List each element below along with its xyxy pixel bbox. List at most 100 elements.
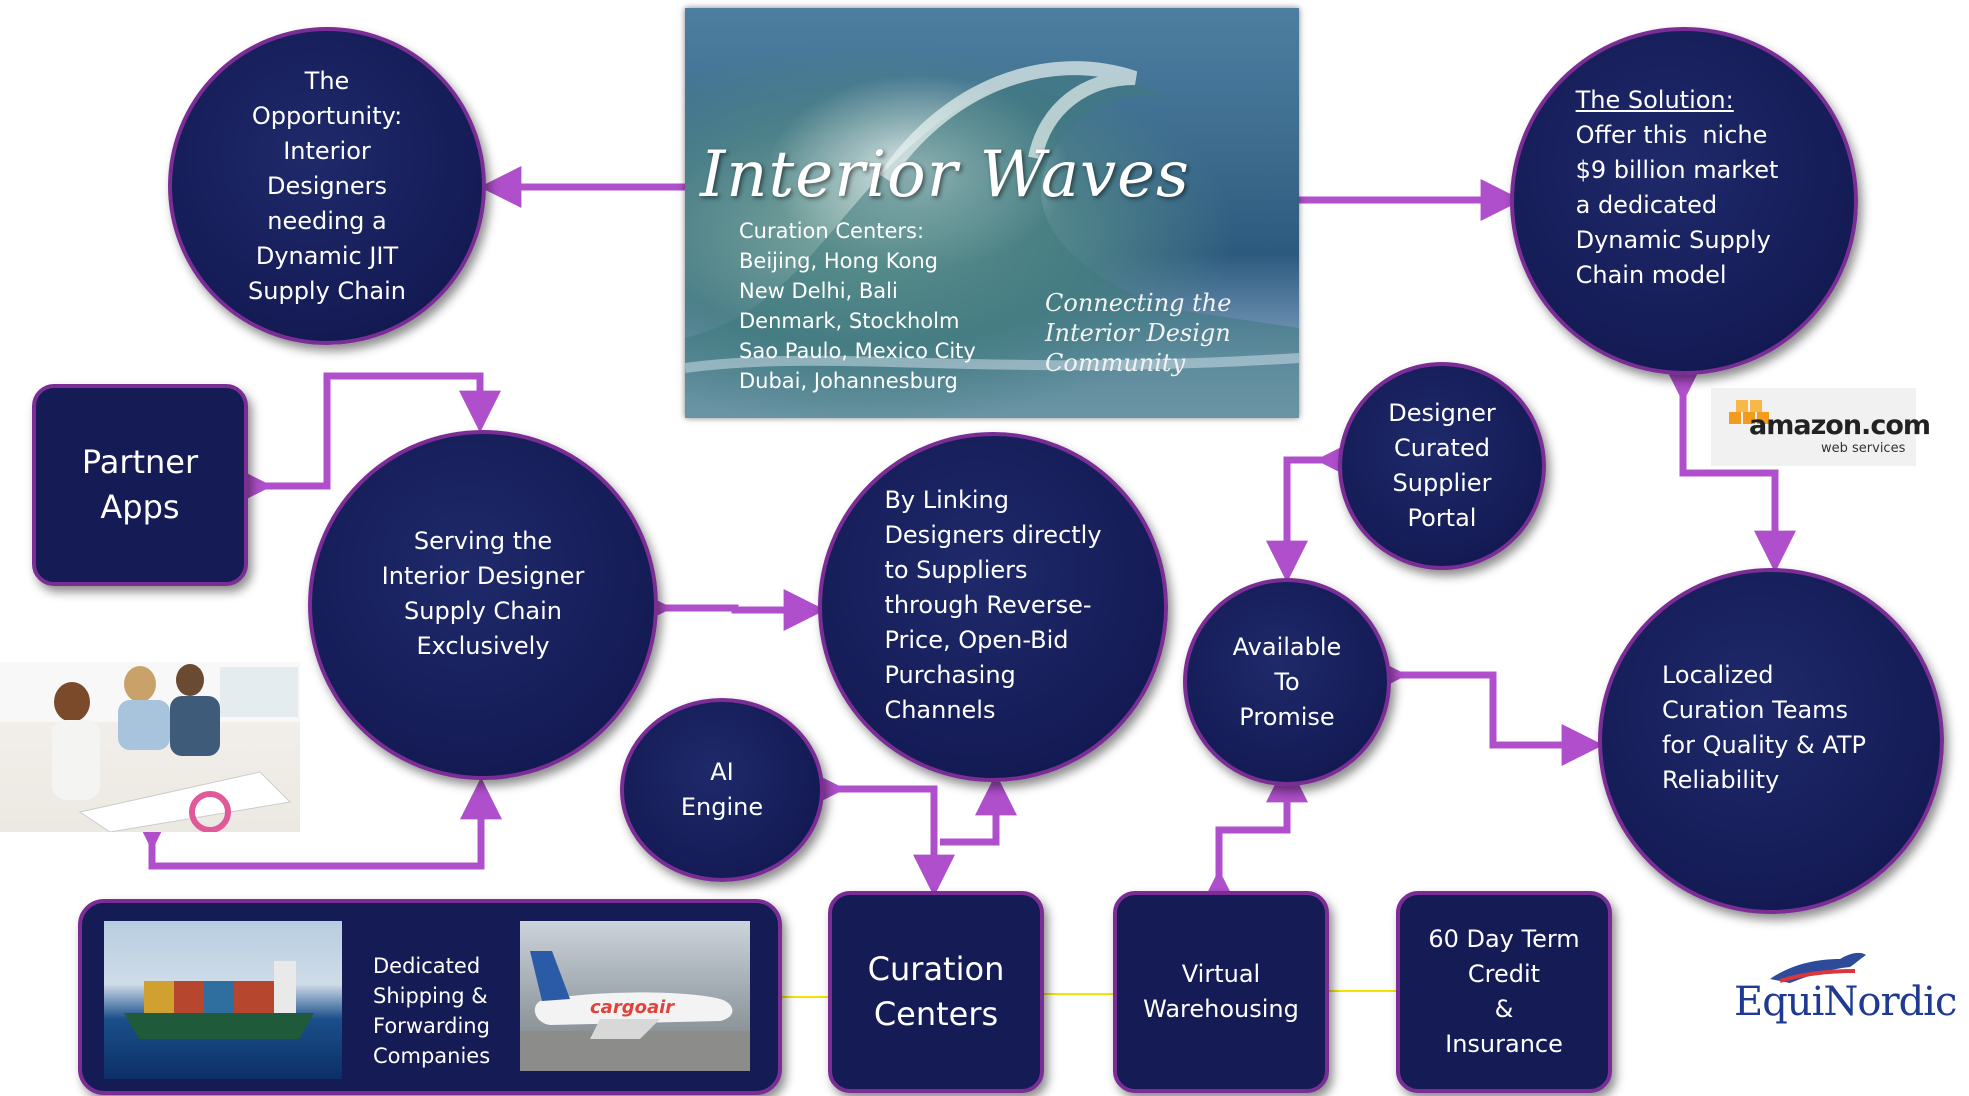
text-line: to Suppliers	[884, 555, 1028, 584]
text-line: Dynamic JIT	[255, 241, 399, 270]
atp-text: Available To Promise	[1233, 630, 1342, 735]
equinordic-logo: EquiNordic	[1730, 945, 1962, 1045]
text-line: Exclusively	[416, 632, 550, 660]
text-line: Purchasing	[884, 660, 1016, 689]
localized-teams-circle: Localized Curation Teams for Quality & A…	[1598, 568, 1944, 914]
wave-illustration	[685, 61, 1299, 418]
amazon-wordmark: amazon.com	[1749, 410, 1931, 441]
arrow-virtual-atp	[1198, 760, 1308, 912]
aws-cubes-icon	[1729, 400, 1769, 424]
cargo-plane-photo: cargoair	[520, 921, 750, 1071]
text-line: Dedicated	[373, 954, 481, 978]
text-line: Curation	[867, 950, 1005, 988]
text-line: Portal	[1407, 504, 1477, 532]
text-line: Reliability	[1661, 766, 1780, 794]
ai-engine-text: AI Engine	[681, 755, 763, 825]
shipping-text: Dedicated Shipping & Forwarding Companie…	[373, 951, 490, 1071]
designers-photo	[0, 662, 300, 832]
tagline-line: Connecting the	[1045, 289, 1232, 317]
amazon-subtext: web services	[1821, 441, 1906, 456]
text-line: Warehousing	[1143, 995, 1299, 1023]
portal-text: Designer Curated Supplier Portal	[1388, 396, 1496, 536]
text-line: Virtual	[1181, 960, 1261, 988]
cargo-plane-livery: cargoair	[590, 997, 675, 1018]
text-line: Interior	[283, 136, 371, 165]
virtual-warehousing-box: Virtual Warehousing	[1113, 891, 1329, 1093]
text-line: Centers	[873, 995, 999, 1033]
term-credit-box: 60 Day Term Credit & Insurance	[1396, 891, 1612, 1093]
tagline-line: Interior Design	[1045, 319, 1231, 347]
cargo-plane-illustration: cargoair	[520, 951, 750, 1071]
text-line: Curated	[1394, 434, 1490, 462]
curation-centers-box: Curation Centers	[828, 891, 1044, 1093]
text-line: Designer	[1388, 399, 1496, 427]
text-line: The	[304, 66, 350, 95]
horse-head-icon	[1770, 952, 1866, 983]
text-line: Available	[1232, 632, 1342, 661]
term-credit-label: 60 Day Term Credit & Insurance	[1428, 922, 1579, 1062]
available-to-promise-circle: Available To Promise	[1183, 578, 1391, 786]
text-line: Engine	[680, 793, 764, 821]
text-line: AI	[710, 758, 734, 786]
hero-title: Interior Waves	[700, 138, 1190, 212]
solution-text: The Solution: Offer this niche $9 billio…	[1576, 83, 1779, 293]
text-line: Supplier	[1392, 469, 1492, 497]
arrow-curation-linking	[940, 773, 1017, 846]
text-line: Interior Designer	[381, 562, 585, 590]
container-ship-photo	[104, 921, 342, 1079]
arrow-photo-serving	[131, 777, 502, 870]
center-item: Sao Paulo, Mexico City	[739, 339, 976, 363]
designers-illustration	[0, 662, 300, 832]
text-line: &	[1494, 995, 1514, 1023]
linking-circle: By Linking Designers directly to Supplie…	[818, 432, 1168, 782]
text-line: through Reverse-	[884, 590, 1092, 619]
opportunity-circle: The Opportunity: Interior Designers need…	[168, 27, 486, 345]
text-line: Chain model	[1575, 261, 1727, 289]
tagline-line: Community	[1045, 349, 1186, 377]
center-item: Dubai, Johannesburg	[739, 369, 958, 393]
solution-heading: The Solution:	[1575, 86, 1734, 114]
text-line: Apps	[100, 488, 180, 526]
equinordic-wordmark: EquiNordic	[1734, 979, 1957, 1025]
solution-circle: The Solution: Offer this niche $9 billio…	[1510, 27, 1858, 375]
serving-text: Serving the Interior Designer Supply Cha…	[382, 524, 585, 664]
text-line: Opportunity:	[251, 101, 403, 130]
curation-centers-label: Curation Centers	[868, 947, 1005, 1037]
text-line: Insurance	[1445, 1030, 1563, 1058]
amazon-web-services-logo: amazon.com web services	[1711, 388, 1931, 466]
arrow-portal-atp	[1266, 439, 1358, 583]
text-line: Promise	[1239, 702, 1335, 731]
center-item: Denmark, Stockholm	[739, 309, 960, 333]
text-line: Dynamic Supply	[1575, 226, 1771, 254]
text-line: 60 Day Term	[1428, 925, 1580, 953]
supplier-portal-circle: Designer Curated Supplier Portal	[1338, 362, 1546, 570]
text-line: $9 billion market	[1575, 156, 1779, 184]
hero-centers-list: Curation Centers: Beijing, Hong Kong New…	[739, 216, 976, 396]
text-line: Channels	[884, 695, 996, 724]
text-line: Companies	[373, 1044, 491, 1068]
text-line: Curation Teams	[1661, 696, 1849, 724]
text-line: Designers directly	[884, 520, 1102, 549]
text-line: Forwarding	[373, 1014, 490, 1038]
hero-tagline: Connecting the Interior Design Community	[1045, 288, 1231, 378]
center-item: Beijing, Hong Kong	[739, 249, 938, 273]
partner-apps-label: Partner Apps	[82, 440, 198, 530]
text-line: Credit	[1467, 960, 1541, 988]
arrow-solution-amazon-localized	[1662, 360, 1796, 573]
localized-text: Localized Curation Teams for Quality & A…	[1662, 658, 1866, 798]
text-line: needing a	[267, 206, 387, 235]
text-line: Price, Open-Bid	[884, 625, 1069, 654]
text-line: Supply Chain	[404, 597, 562, 625]
text-line: for Quality & ATP	[1661, 731, 1867, 759]
virtual-warehousing-label: Virtual Warehousing	[1143, 957, 1299, 1027]
ai-engine-circle: AI Engine	[620, 698, 824, 882]
center-item: New Delhi, Bali	[739, 279, 898, 303]
arrow-atp-localized	[1365, 654, 1604, 766]
text-line: a dedicated	[1575, 191, 1718, 219]
partner-apps-box: Partner Apps	[32, 384, 248, 586]
text-line: Designers	[267, 171, 387, 200]
arrow-partner-serving	[230, 372, 501, 507]
arrow-ai-curation	[803, 768, 955, 897]
text-line: By Linking	[884, 485, 1009, 514]
text-line: Offer this niche	[1575, 121, 1768, 149]
